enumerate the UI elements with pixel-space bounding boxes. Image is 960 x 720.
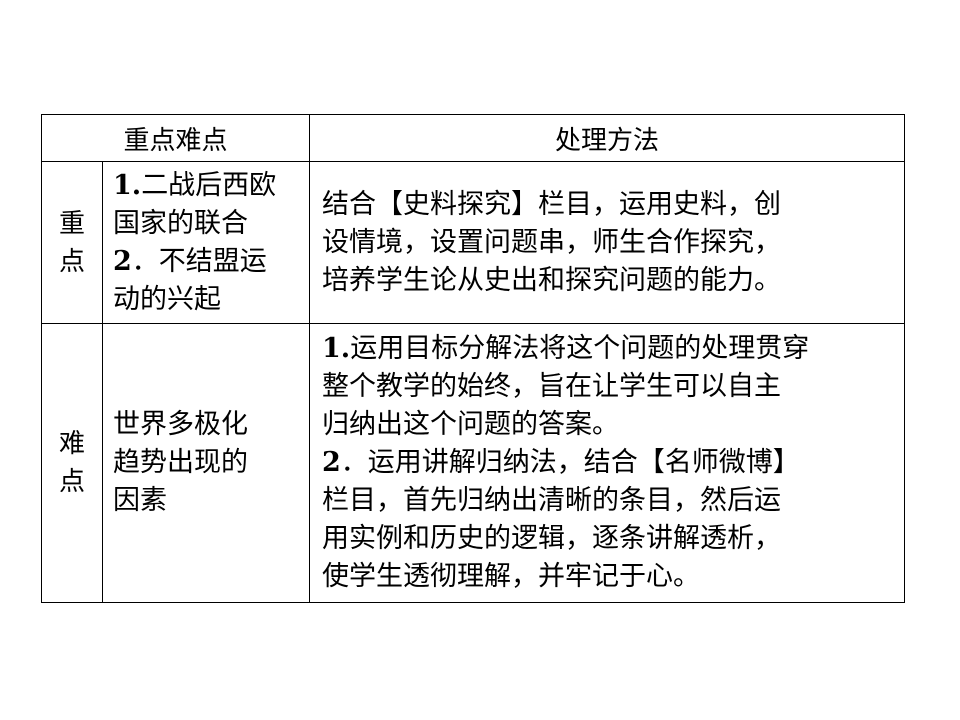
- topic-line: 2．不结盟运: [113, 245, 267, 277]
- method-line: 归纳出这个问题的答案。: [322, 409, 620, 440]
- method-cell-key: 结合【史料探究】栏目，运用史料，创 设情境，设置问题串，师生合作探究， 培养学生…: [309, 161, 906, 324]
- method-line: 栏目，首先归纳出清晰的条目，然后运: [322, 485, 782, 516]
- row-label-difficult: 难 点: [41, 323, 103, 603]
- topic-line: 世界多极化: [113, 409, 248, 440]
- topic-cell-key: 1.二战后西欧 国家的联合 2．不结盟运 动的兴起: [101, 161, 311, 324]
- row-label-char: 难: [58, 429, 85, 459]
- topic-line: 1.二战后西欧: [113, 169, 277, 201]
- method-line: 整个教学的始终，旨在让学生可以自主: [322, 371, 782, 402]
- topic-line: 国家的联合: [113, 207, 248, 239]
- header-key-points: 重点难点: [40, 114, 311, 162]
- topic-line: 动的兴起: [113, 283, 221, 315]
- row-label-char: 点: [58, 246, 85, 277]
- table-row-key: 重 点 1.二战后西欧 国家的联合 2．不结盟运 动的兴起 结合【史料探究】栏目…: [41, 161, 906, 324]
- method-cell-difficult: 1.运用目标分解法将这个问题的处理贯穿 整个教学的始终，旨在让学生可以自主 归纳…: [309, 323, 906, 603]
- topic-cell-difficult: 世界多极化 趋势出现的 因素: [101, 323, 311, 603]
- topic-line: 趋势出现的: [113, 447, 248, 478]
- method-line: 用实例和历史的逻辑，逐条讲解透析，: [322, 523, 782, 554]
- topic-line: 因素: [113, 485, 167, 516]
- method-line: 培养学生论从史出和探究问题的能力。: [322, 264, 782, 296]
- method-line: 1.运用目标分解法将这个问题的处理贯穿: [322, 333, 810, 364]
- key-points-table: 重点难点 处理方法 重 点 1.二战后西欧 国家的联合 2．不结盟运 动的兴起 …: [40, 114, 906, 603]
- row-label-char: 点: [58, 467, 85, 497]
- row-label-key: 重 点: [41, 161, 103, 324]
- header-methods: 处理方法: [309, 114, 906, 162]
- method-line: 设情境，设置问题串，师生合作探究，: [322, 226, 782, 258]
- method-line: 2．运用讲解归纳法，结合【名师微博】: [322, 447, 800, 478]
- method-line: 结合【史料探究】栏目，运用史料，创: [322, 188, 782, 220]
- method-line: 使学生透彻理解，并牢记于心。: [322, 561, 701, 592]
- row-label-char: 重: [58, 208, 85, 239]
- table-row-difficult: 难 点 世界多极化 趋势出现的 因素 1.运用目标分解法将这个问题的处理贯穿 整…: [41, 323, 906, 603]
- table-header-row: 重点难点 处理方法: [40, 114, 906, 162]
